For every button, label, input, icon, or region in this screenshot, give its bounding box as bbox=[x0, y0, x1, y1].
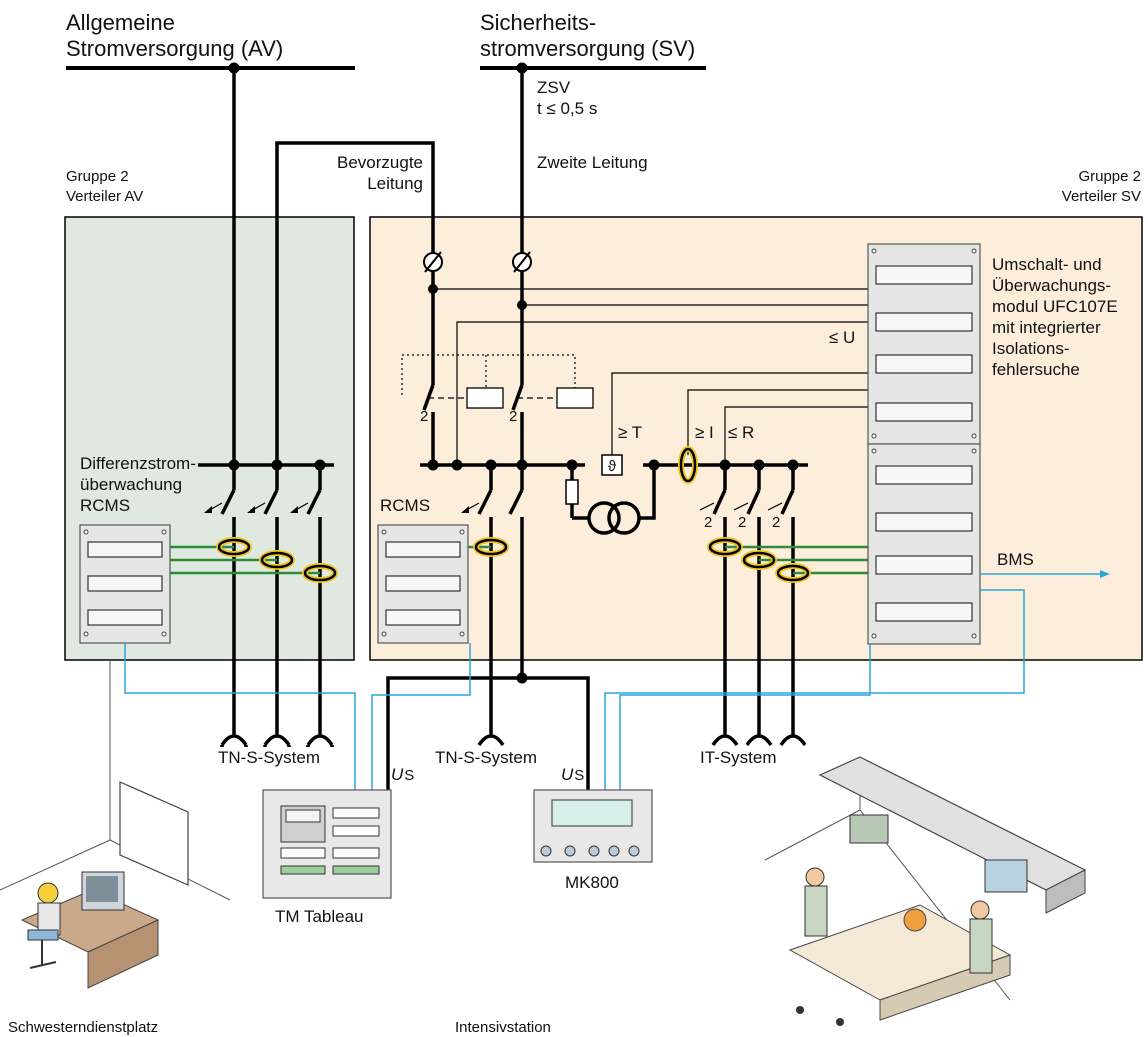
switch-count-1: 2 bbox=[420, 408, 428, 425]
rcms-av-module bbox=[79, 524, 171, 644]
icu-illustration bbox=[764, 756, 1087, 1026]
zsv-time: t ≤ 0,5 s bbox=[537, 99, 597, 118]
nurse-station-label: Schwesterndienstplatz bbox=[8, 1019, 158, 1036]
switch-count-2: 2 bbox=[509, 408, 517, 425]
av-current-transformers bbox=[216, 537, 338, 583]
bms-label: BMS bbox=[997, 550, 1034, 569]
module-l6: fehlersuche bbox=[992, 360, 1080, 379]
preferred-line-2: Leitung bbox=[367, 174, 423, 193]
group-av-1: Gruppe 2 bbox=[66, 168, 129, 185]
av-title-2: Stromversorgung (AV) bbox=[66, 36, 283, 61]
it-count-3: 2 bbox=[772, 514, 780, 531]
tm-tableau-device bbox=[262, 789, 392, 899]
rcms-av-l3: RCMS bbox=[80, 496, 130, 515]
mk800-label: MK800 bbox=[565, 873, 619, 892]
it-count-1: 2 bbox=[704, 514, 712, 531]
sockets-tn-sv bbox=[477, 734, 505, 747]
tn-s-sv-label: TN-S-System bbox=[435, 748, 537, 767]
module-l3: modul UFC107E bbox=[992, 297, 1118, 316]
group-sv-2: Verteiler SV bbox=[1062, 188, 1141, 205]
sockets-tn-av bbox=[220, 734, 334, 747]
line-monitors bbox=[423, 251, 532, 273]
zsv-label: ZSV bbox=[537, 78, 571, 97]
ufc107e-module bbox=[867, 243, 981, 645]
module-l2: Überwachungs- bbox=[992, 276, 1111, 295]
it-system-label: IT-System bbox=[700, 748, 777, 767]
sv-title-1: Sicherheits- bbox=[480, 10, 596, 35]
sockets-it bbox=[711, 734, 807, 747]
module-l4: mit integrierter bbox=[992, 318, 1101, 337]
t-min-label: ≥ T bbox=[618, 423, 642, 442]
rcms-sv-module bbox=[377, 524, 469, 644]
module-l5: Isolations- bbox=[992, 339, 1069, 358]
rcms-av-l2: überwachung bbox=[80, 475, 182, 494]
rcms-av-l1: Differenzstrom- bbox=[80, 454, 196, 473]
r-max-label: ≤ R bbox=[728, 423, 754, 442]
tm-tableau-label: TM Tableau bbox=[275, 907, 364, 926]
it-current-transformers bbox=[707, 537, 811, 583]
u-min-label: ≤ U bbox=[829, 328, 855, 347]
i-min-label: ≥ I bbox=[695, 423, 714, 442]
icu-label: Intensivstation bbox=[455, 1019, 551, 1036]
av-title-1: Allgemeine bbox=[66, 10, 175, 35]
module-l1: Umschalt- und bbox=[992, 255, 1102, 274]
second-line-label: Zweite Leitung bbox=[537, 153, 648, 172]
theta-symbol: ϑ bbox=[608, 458, 617, 475]
mk800-device bbox=[533, 789, 653, 863]
us-label-right: US bbox=[561, 765, 584, 784]
us-label-left: US bbox=[391, 765, 414, 784]
tn-s-av-label: TN-S-System bbox=[218, 748, 320, 767]
nurse-station-illustration bbox=[0, 660, 231, 989]
it-count-2: 2 bbox=[738, 514, 746, 531]
group-sv-1: Gruppe 2 bbox=[1078, 168, 1141, 185]
group-av-2: Verteiler AV bbox=[66, 188, 143, 205]
rcms-sv-label: RCMS bbox=[380, 496, 430, 515]
distributor-sv-panel bbox=[369, 216, 1143, 661]
preferred-line-1: Bevorzugte bbox=[337, 153, 423, 172]
sv-title-2: stromversorgung (SV) bbox=[480, 36, 695, 61]
